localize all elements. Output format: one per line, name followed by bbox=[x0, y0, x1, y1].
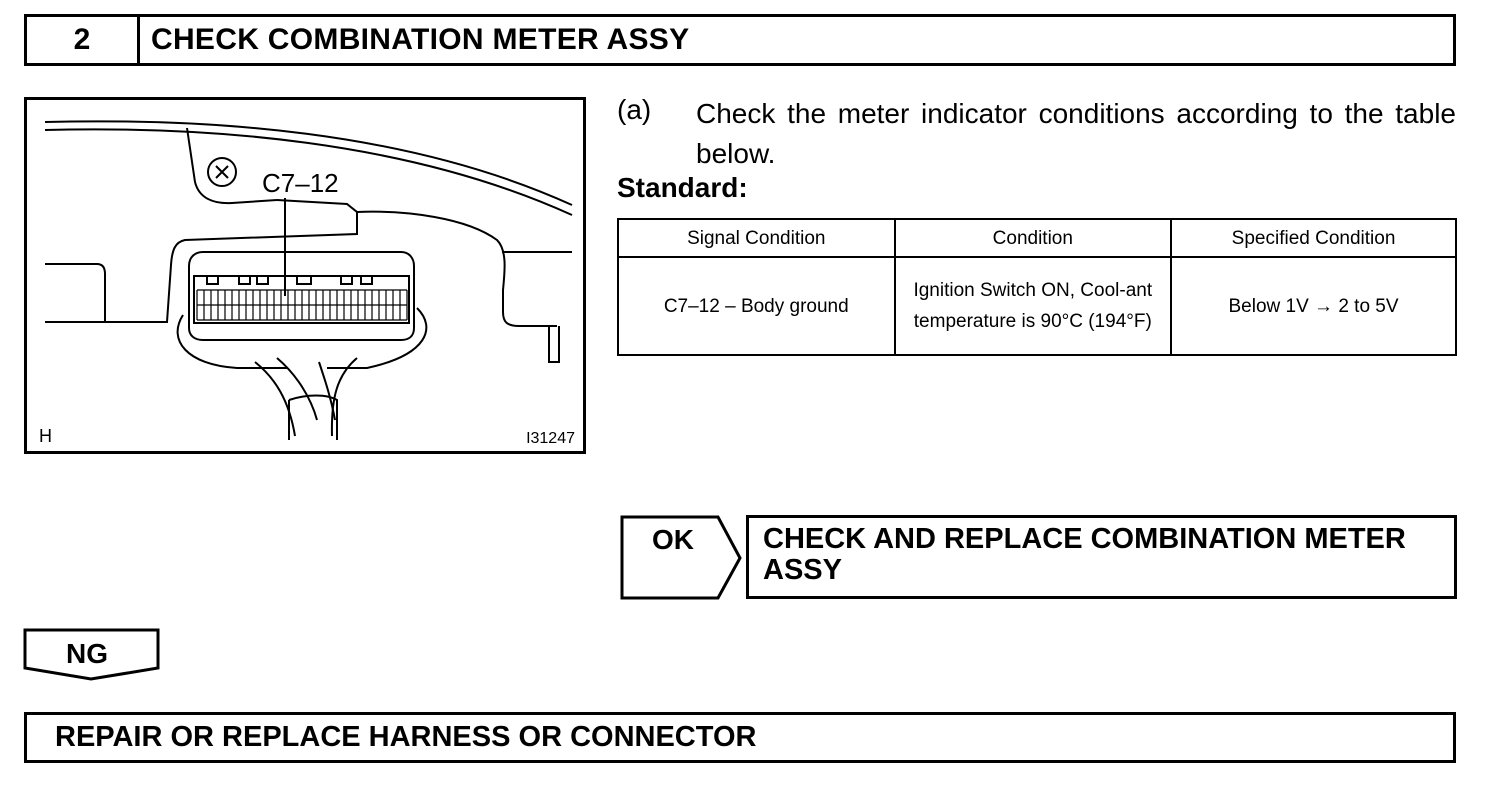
header-signal-condition: Signal Condition bbox=[617, 218, 896, 258]
figure-code: I31247 bbox=[526, 430, 575, 447]
cell-signal: C7–12 – Body ground bbox=[617, 256, 896, 356]
ok-label: OK bbox=[652, 524, 694, 555]
connector-drawing bbox=[44, 120, 573, 440]
ok-result-text: CHECK AND REPLACE COMBINATION METER ASSY bbox=[763, 523, 1406, 586]
ok-result-box: CHECK AND REPLACE COMBINATION METER ASSY bbox=[746, 515, 1457, 599]
figure-corner-mark: H bbox=[39, 426, 52, 446]
pin-callout: C7–12 bbox=[262, 168, 339, 198]
standard-label: Standard: bbox=[617, 172, 748, 203]
step-header: 2 CHECK COMBINATION METER ASSY bbox=[24, 14, 1456, 66]
screw-icon bbox=[207, 157, 237, 187]
final-action-box: REPAIR OR REPLACE HARNESS OR CONNECTOR bbox=[24, 712, 1456, 763]
spec-table: Signal Condition Condition Specified Con… bbox=[617, 218, 1457, 356]
table-row: C7–12 – Body ground Ignition Switch ON, … bbox=[617, 256, 1457, 356]
ng-arrow-shape bbox=[23, 628, 160, 681]
connector-illustration: C7–12 H I31247 bbox=[24, 97, 586, 454]
cell-condition: Ignition Switch ON, Cool-ant temperature… bbox=[893, 256, 1173, 356]
final-action-text: REPAIR OR REPLACE HARNESS OR CONNECTOR bbox=[55, 721, 757, 753]
header-specified-condition: Specified Condition bbox=[1170, 218, 1457, 258]
ok-arrow-shape bbox=[620, 515, 742, 600]
cell-specified: Below 1V → 2 to 5V bbox=[1170, 256, 1457, 356]
step-number: 2 bbox=[27, 17, 140, 63]
header-condition: Condition bbox=[893, 218, 1173, 258]
instruction-marker: (a) bbox=[617, 94, 652, 125]
instruction-text: Check the meter indicator conditions acc… bbox=[696, 98, 1456, 169]
step-title: CHECK COMBINATION METER ASSY bbox=[151, 23, 690, 56]
ng-label: NG bbox=[66, 638, 108, 669]
table-header-row: Signal Condition Condition Specified Con… bbox=[617, 218, 1457, 258]
